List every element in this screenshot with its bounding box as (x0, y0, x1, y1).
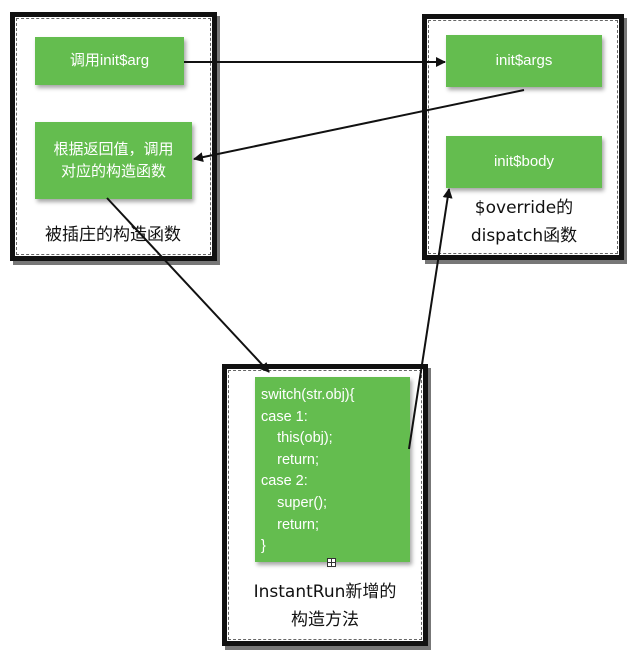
caption-instrumented-constructor: 被插庄的构造函数 (45, 225, 181, 245)
node-init-args: init$args (446, 35, 602, 87)
caption-instantrun-constructor-line2: 构造方法 (291, 610, 359, 630)
node-init-body: init$body (446, 136, 602, 188)
node-call-constructor-by-return: 根据返回值，调用 对应的构造函数 (35, 122, 192, 199)
node-call-init-arg: 调用init$arg (35, 37, 184, 85)
caption-override-dispatch-line2: dispatch函数 (470, 226, 578, 246)
resize-handle-icon (327, 558, 336, 567)
node-switch-code: switch(str.obj){ case 1: this(obj); retu… (255, 377, 410, 562)
caption-override-dispatch-line1: $override的 (474, 198, 574, 218)
caption-instantrun-constructor-line1: InstantRun新增的 (253, 582, 397, 602)
